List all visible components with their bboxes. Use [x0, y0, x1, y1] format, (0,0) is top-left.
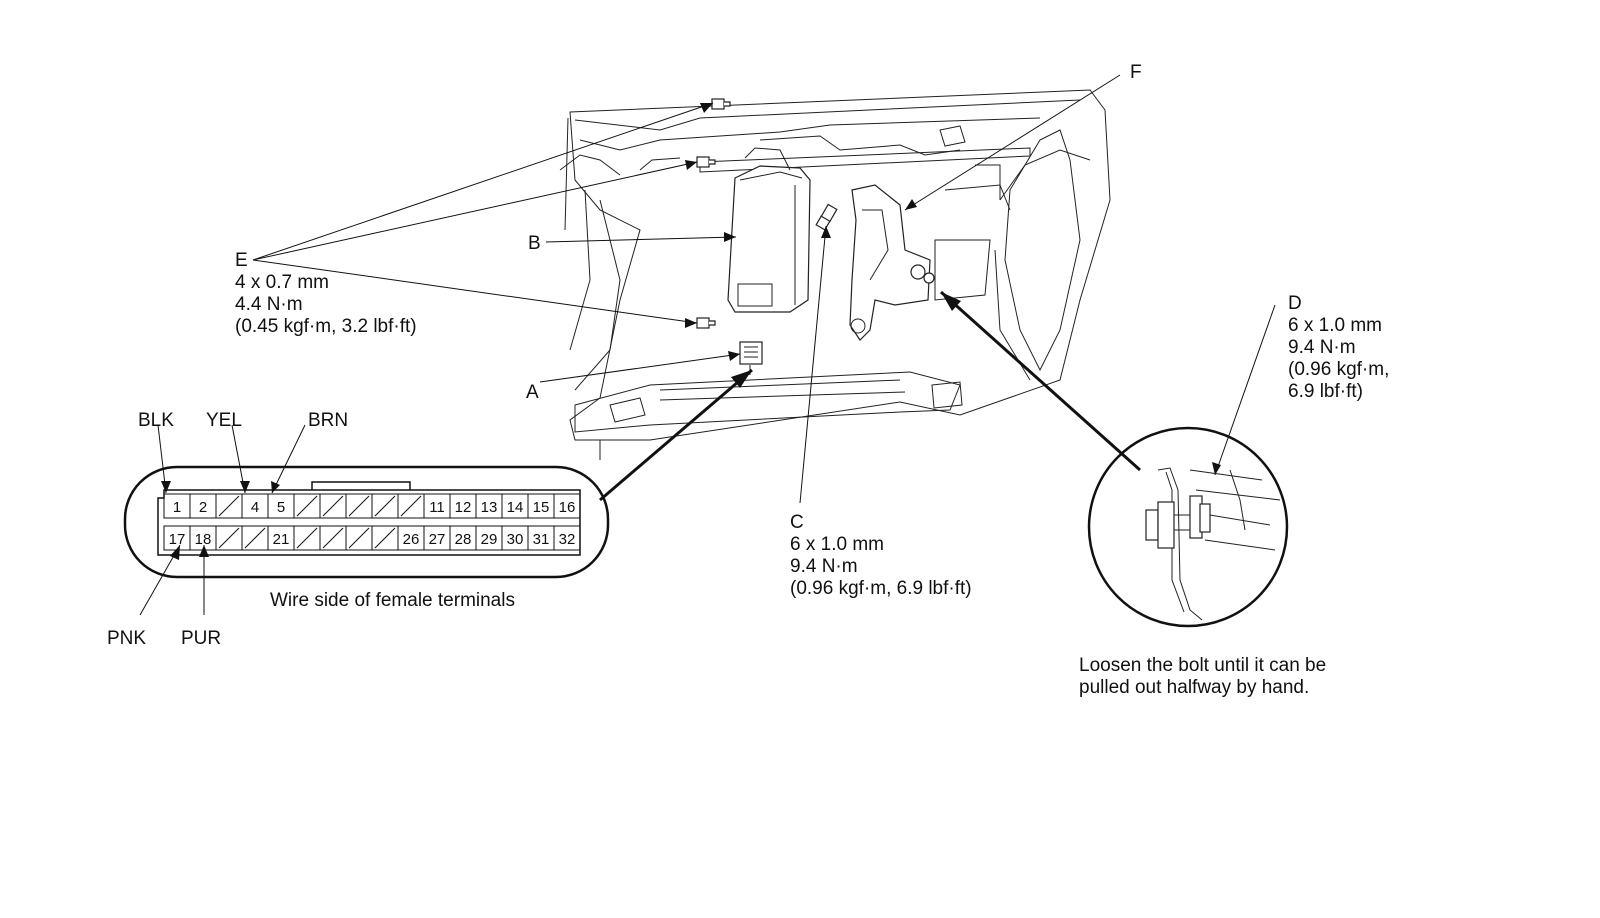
connector-pin: 32 [553, 525, 581, 551]
callout-d-torque: 9.4 N·m [1288, 337, 1356, 358]
connector-pin-empty [293, 493, 321, 519]
connector-pin-number: 17 [169, 531, 186, 548]
connector-pin-number: 14 [507, 499, 524, 516]
callout-e-size: 4 x 0.7 mm [235, 272, 329, 293]
connector-pin: 29 [475, 525, 503, 551]
connector-pin-number: 1 [173, 499, 181, 516]
detail-note-line-2: pulled out halfway by hand. [1079, 677, 1310, 698]
connector-pin-empty [215, 525, 243, 551]
wire-color-yel: YEL [206, 410, 242, 431]
arrowheads [161, 103, 1221, 560]
connector-pin-number: 29 [481, 531, 498, 548]
callout-b: B [528, 233, 541, 254]
connector-pin-empty [319, 525, 347, 551]
callout-a: A [526, 382, 539, 403]
wire-color-pur: PUR [181, 628, 222, 649]
connector-pin: 11 [423, 493, 451, 519]
connector-pin-number: 30 [507, 531, 524, 548]
connector-pin-number: 21 [273, 531, 290, 548]
wire-color-pnk: PNK [107, 628, 147, 649]
wire-color-blk: BLK [138, 410, 174, 431]
vehicle-assembly-drawing [559, 89, 1111, 460]
connector-pin-number: 31 [533, 531, 550, 548]
connector-pin-number: 15 [533, 499, 550, 516]
connector-pin-empty [371, 493, 399, 519]
connector-pin-number: 28 [455, 531, 472, 548]
bolt-detail-view [1087, 426, 1289, 628]
connector-pin-empty [345, 525, 373, 551]
connector-pin-empty [293, 525, 321, 551]
connector-pin-number: 5 [277, 499, 285, 516]
callout-d-torque-alt-1: (0.96 kgf·m, [1288, 359, 1390, 380]
wire-color-brn: BRN [308, 410, 349, 431]
connector-pin: 13 [475, 493, 503, 519]
callout-c-torque: 9.4 N·m [790, 556, 858, 577]
connector-pin: 14 [501, 493, 529, 519]
connector-pin: 5 [267, 493, 295, 519]
connector-pin: 21 [267, 525, 295, 551]
connector-pin: 30 [501, 525, 529, 551]
connector-pin-number: 26 [403, 531, 420, 548]
connector-pin-empty [241, 525, 269, 551]
connector-pin: 1 [163, 493, 191, 519]
connector-pin: 17 [163, 525, 191, 551]
connector-pin: 28 [449, 525, 477, 551]
connector-pin: 31 [527, 525, 555, 551]
callout-c-letter: C [790, 512, 804, 533]
connector-pin-number: 13 [481, 499, 498, 516]
connector-caption: Wire side of female terminals [270, 590, 515, 611]
connector-pin-number: 11 [429, 499, 445, 516]
connector-pin: 12 [449, 493, 477, 519]
callout-c-size: 6 x 1.0 mm [790, 534, 884, 555]
connector-pin-number: 27 [429, 531, 446, 548]
connector-pin-empty [397, 493, 425, 519]
connector-pin-number: 2 [199, 499, 207, 516]
callout-d-letter: D [1288, 293, 1302, 314]
connector-pin-number: 16 [559, 499, 576, 516]
connector-pin-empty [345, 493, 373, 519]
connector-pin-number: 32 [559, 531, 576, 548]
detail-note-line-1: Loosen the bolt until it can be [1079, 655, 1327, 676]
connector-pin: 18 [189, 525, 217, 551]
callout-d-size: 6 x 1.0 mm [1288, 315, 1382, 336]
callout-e-letter: E [235, 250, 248, 271]
connector-pin-empty [319, 493, 347, 519]
connector-pin: 4 [241, 493, 269, 519]
connector-pin-empty [371, 525, 399, 551]
connector-pin-number: 4 [251, 499, 259, 516]
connector-pin: 15 [527, 493, 555, 519]
connector-pin: 27 [423, 525, 451, 551]
connector-pin-empty [215, 493, 243, 519]
callout-c-torque-alt: (0.96 kgf·m, 6.9 lbf·ft) [790, 578, 972, 599]
connector-pin: 26 [397, 525, 425, 551]
callout-e-torque-alt: (0.45 kgf·m, 3.2 lbf·ft) [235, 316, 417, 337]
connector-pin-number: 18 [195, 531, 212, 548]
connector-pin: 2 [189, 493, 217, 519]
callout-d-torque-alt-2: 6.9 lbf·ft) [1288, 381, 1363, 402]
callout-f: F [1130, 62, 1142, 83]
callout-e-torque: 4.4 N·m [235, 294, 303, 315]
connector-pin: 16 [553, 493, 581, 519]
leader-lines [139, 74, 1276, 616]
connector-pin-number: 12 [455, 499, 472, 516]
